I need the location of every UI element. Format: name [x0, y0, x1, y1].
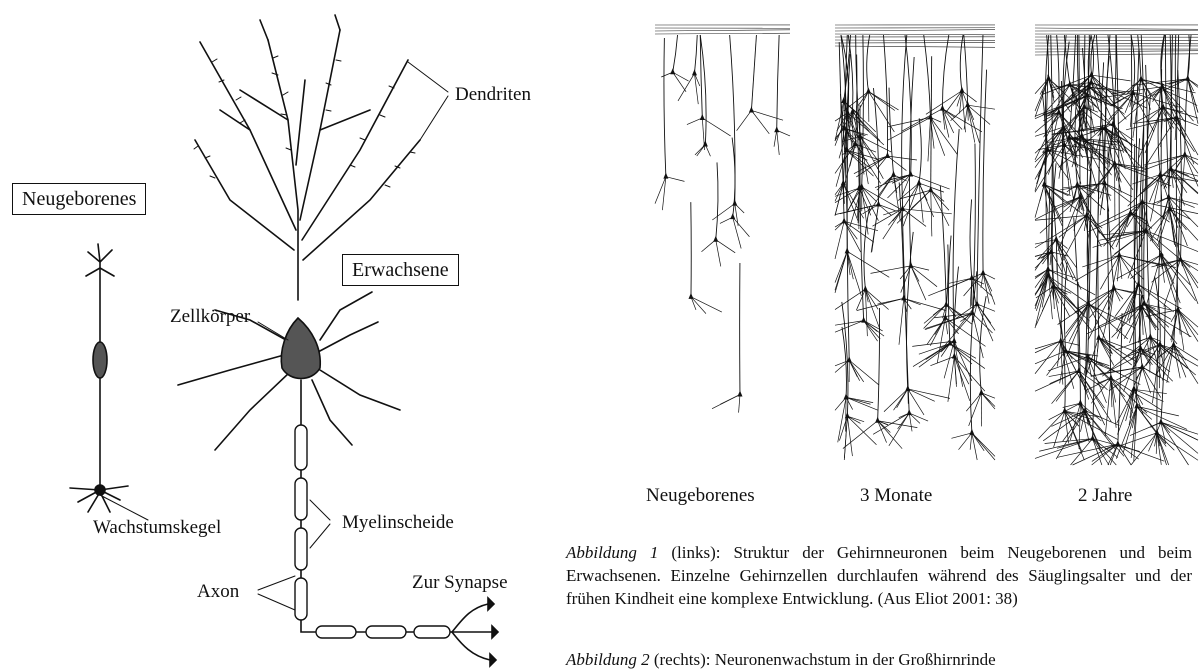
figure-2-caption: Abbildung 2 (rechts): Neuronenwachstum i…: [566, 648, 1192, 671]
growth-cone-label: Wachstumskegel: [93, 517, 221, 539]
cell-body-label: Zellkörper: [170, 306, 250, 328]
panel-newborn: [655, 25, 790, 413]
figure-2-title: Abbildung 2: [566, 650, 650, 669]
axon-line: [301, 380, 452, 632]
figure-2-text: (rechts): Neuronenwachstum in der Großhi…: [650, 650, 996, 669]
dendrite-spines: [194, 56, 415, 187]
dendrites-label: Dendriten: [455, 84, 531, 106]
myelin-label: Myelinscheide: [342, 512, 454, 534]
panel-3-months: [835, 25, 995, 460]
synapse-terminals: [452, 598, 498, 666]
panel-label-3-months: 3 Monate: [860, 485, 932, 507]
panel-label-2-years: 2 Jahre: [1078, 485, 1132, 507]
figure-1-text: (links): Struktur der Gehirnneuronen bei…: [566, 543, 1192, 608]
synapse-label: Zur Synapse: [412, 572, 508, 594]
panel-label-newborn: Neugeborenes: [646, 485, 755, 507]
newborn-label-box: Neugeborenes: [12, 183, 146, 215]
axon-label: Axon: [197, 581, 239, 603]
figure-1-caption: Abbildung 1 (links): Struktur der Gehirn…: [566, 541, 1192, 610]
figure-1-title: Abbildung 1: [566, 543, 658, 562]
newborn-neuron: [70, 244, 128, 512]
panel-2-years: [1035, 25, 1198, 465]
cell-body: [281, 318, 320, 379]
adult-label-box: Erwachsene: [342, 254, 459, 286]
